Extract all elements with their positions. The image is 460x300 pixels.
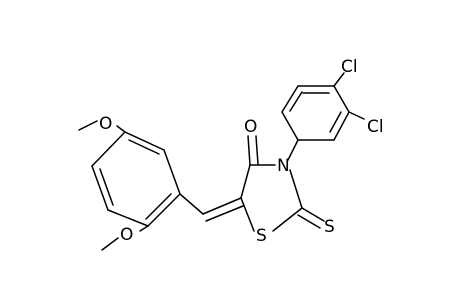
bond-inner: [329, 111, 342, 133]
bond: [272, 207, 303, 232]
bond: [289, 169, 303, 209]
bond: [287, 139, 299, 161]
bond: [91, 131, 126, 167]
bond: [281, 111, 299, 141]
bond: [101, 237, 119, 251]
bond: [348, 111, 365, 120]
atom-label-cl-top: Cl: [341, 57, 358, 77]
bond: [281, 85, 299, 113]
dimethoxyphenyl-ring: [91, 131, 181, 227]
bond: [247, 135, 251, 166]
bond: [205, 205, 244, 222]
atom-label-s-thione: S: [324, 217, 335, 237]
bond: [139, 225, 149, 232]
bond: [333, 111, 350, 141]
bond-inner: [145, 193, 172, 220]
bond-inner: [289, 91, 303, 112]
atom-label-o-bottom: O: [120, 225, 133, 245]
bond: [202, 197, 242, 215]
bond: [240, 164, 251, 199]
bond-inner: [99, 168, 114, 206]
bond: [297, 214, 321, 229]
bond: [179, 193, 204, 215]
bond-inner: [128, 139, 160, 155]
dichlorophenyl-ring: [281, 85, 350, 141]
atom-label-s-ring: S: [256, 226, 267, 246]
atom-label-cl-right: Cl: [367, 117, 384, 137]
atom-label-n: N: [277, 156, 290, 176]
atom-label-o-top: O: [99, 114, 112, 134]
bond: [124, 131, 165, 151]
bond: [78, 120, 98, 131]
bond: [333, 72, 345, 87]
bond: [116, 125, 126, 133]
bond: [301, 207, 325, 222]
bond: [147, 193, 181, 227]
bond: [163, 149, 181, 195]
bond: [107, 209, 149, 227]
thiazolidine-ring: [240, 164, 303, 232]
bond: [333, 85, 350, 113]
bond: [91, 165, 109, 211]
bond: [240, 197, 255, 232]
atom-label-o-carbonyl: O: [244, 117, 257, 137]
bond: [255, 135, 259, 165]
